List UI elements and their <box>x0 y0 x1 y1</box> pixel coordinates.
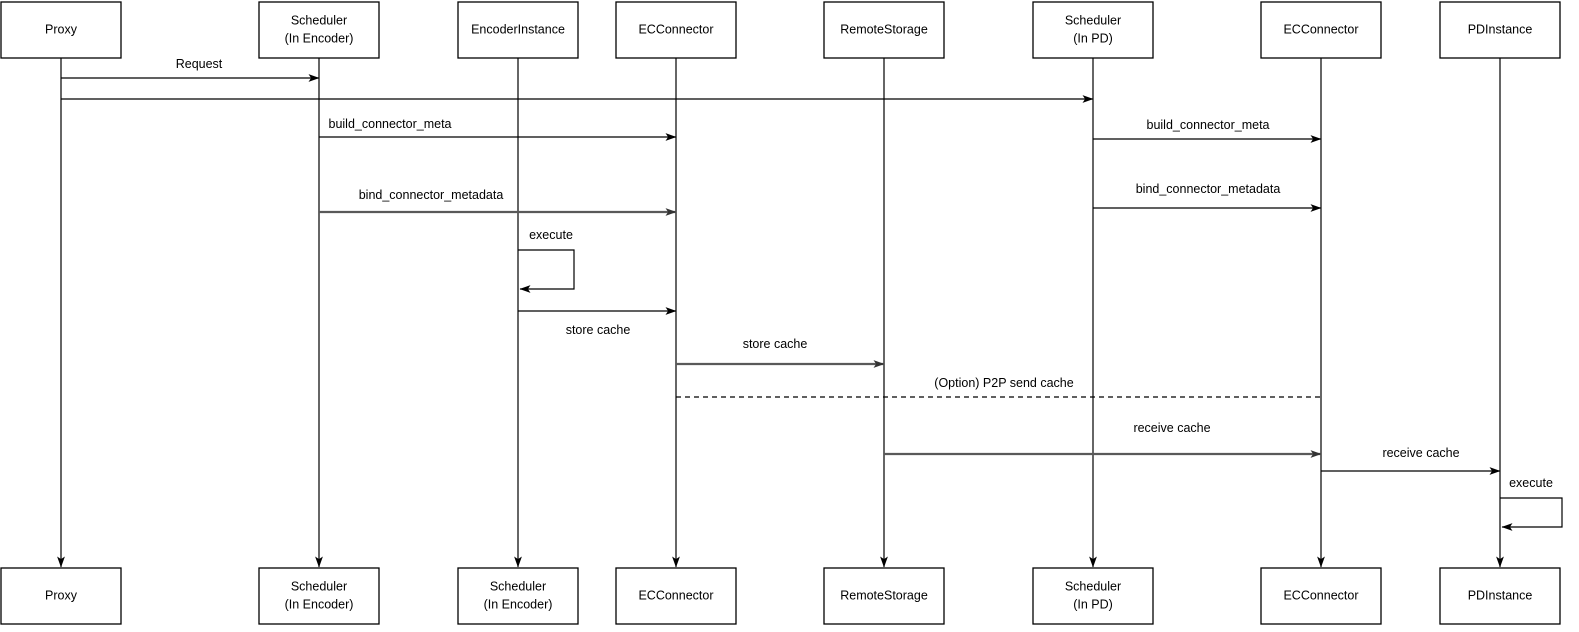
message-label-m5: bind_connector_metadata <box>359 188 504 202</box>
top-participant-label-proxy: Proxy <box>45 22 78 36</box>
message-label-m8: store cache <box>743 337 808 351</box>
top-participant-box-remote[interactable] <box>823 1 945 59</box>
top-participant-label-ecc_right: ECConnector <box>1283 22 1358 36</box>
self-message-loop-s2[interactable] <box>1500 497 1563 531</box>
top-participant-label-sched_pd-line2: (In PD) <box>1073 31 1113 45</box>
top-participant-box-encoder_inst[interactable] <box>457 1 579 59</box>
self-message-label-s2: execute <box>1509 476 1553 490</box>
top-participant-label-pd_inst: PDInstance <box>1468 22 1533 36</box>
message-label-m1: Request <box>176 57 223 71</box>
message-labels-layer: Request build_connector_meta build_connect… <box>176 57 1553 490</box>
self-message-loop-s1[interactable] <box>518 249 575 293</box>
bottom-participant-label-sched_pd-line1: Scheduler <box>1065 579 1121 593</box>
bottom-participant-label-ecc_left: ECConnector <box>638 588 713 602</box>
top-participant-label-encoder_inst: EncoderInstance <box>471 22 565 36</box>
message-label-m11: receive cache <box>1382 446 1459 460</box>
bottom-participant-label-proxy: Proxy <box>45 588 78 602</box>
message-label-m7: store cache <box>566 323 631 337</box>
message-label-m10: receive cache <box>1133 421 1210 435</box>
top-participant-label-ecc_left: ECConnector <box>638 22 713 36</box>
top-participant-label-sched_enc-line1: Scheduler <box>291 13 347 27</box>
top-participant-label-sched_pd-line1: Scheduler <box>1065 13 1121 27</box>
top-participant-box-pd_inst[interactable] <box>1439 1 1561 59</box>
bottom-participant-label-remote: RemoteStorage <box>840 588 928 602</box>
self-messages-layer <box>518 249 1563 531</box>
messages-layer <box>61 74 1501 475</box>
lifelines-layer <box>57 58 1504 568</box>
top-participant-label-sched_enc-line2: (In Encoder) <box>285 31 354 45</box>
message-label-m4: build_connector_meta <box>1147 118 1270 132</box>
top-participant-label-remote: RemoteStorage <box>840 22 928 36</box>
bottom-participant-box-encoder_inst[interactable] <box>457 567 579 625</box>
bottom-participant-label-sched_pd-line2: (In PD) <box>1073 597 1113 611</box>
bottom-participant-box-ecc_right[interactable] <box>1260 567 1382 625</box>
top-participant-box-sched_enc[interactable] <box>258 1 380 59</box>
top-participant-box-ecc_left[interactable] <box>615 1 737 59</box>
message-label-m3: build_connector_meta <box>329 117 452 131</box>
bottom-participant-box-proxy[interactable] <box>0 567 122 625</box>
bottom-participant-box-sched_pd[interactable] <box>1032 567 1154 625</box>
bottom-participant-label-encoder_inst-line1: Scheduler <box>490 579 546 593</box>
top-participant-box-proxy[interactable] <box>0 1 122 59</box>
self-message-label-s1: execute <box>529 228 573 242</box>
bottom-participant-label-pd_inst: PDInstance <box>1468 588 1533 602</box>
message-label-m9: (Option) P2P send cache <box>934 376 1073 390</box>
message-label-m6: bind_connector_metadata <box>1136 182 1281 196</box>
bottom-participant-label-ecc_right: ECConnector <box>1283 588 1358 602</box>
bottom-participant-box-sched_enc[interactable] <box>258 567 380 625</box>
top-participant-box-ecc_right[interactable] <box>1260 1 1382 59</box>
top-participant-box-sched_pd[interactable] <box>1032 1 1154 59</box>
bottom-participant-box-pd_inst[interactable] <box>1439 567 1561 625</box>
bottom-participant-label-encoder_inst-line2: (In Encoder) <box>484 597 553 611</box>
bottom-participant-label-sched_enc-line2: (In Encoder) <box>285 597 354 611</box>
bottom-participant-label-sched_enc-line1: Scheduler <box>291 579 347 593</box>
bottom-participant-box-remote[interactable] <box>823 567 945 625</box>
bottom-participant-box-ecc_left[interactable] <box>615 567 737 625</box>
